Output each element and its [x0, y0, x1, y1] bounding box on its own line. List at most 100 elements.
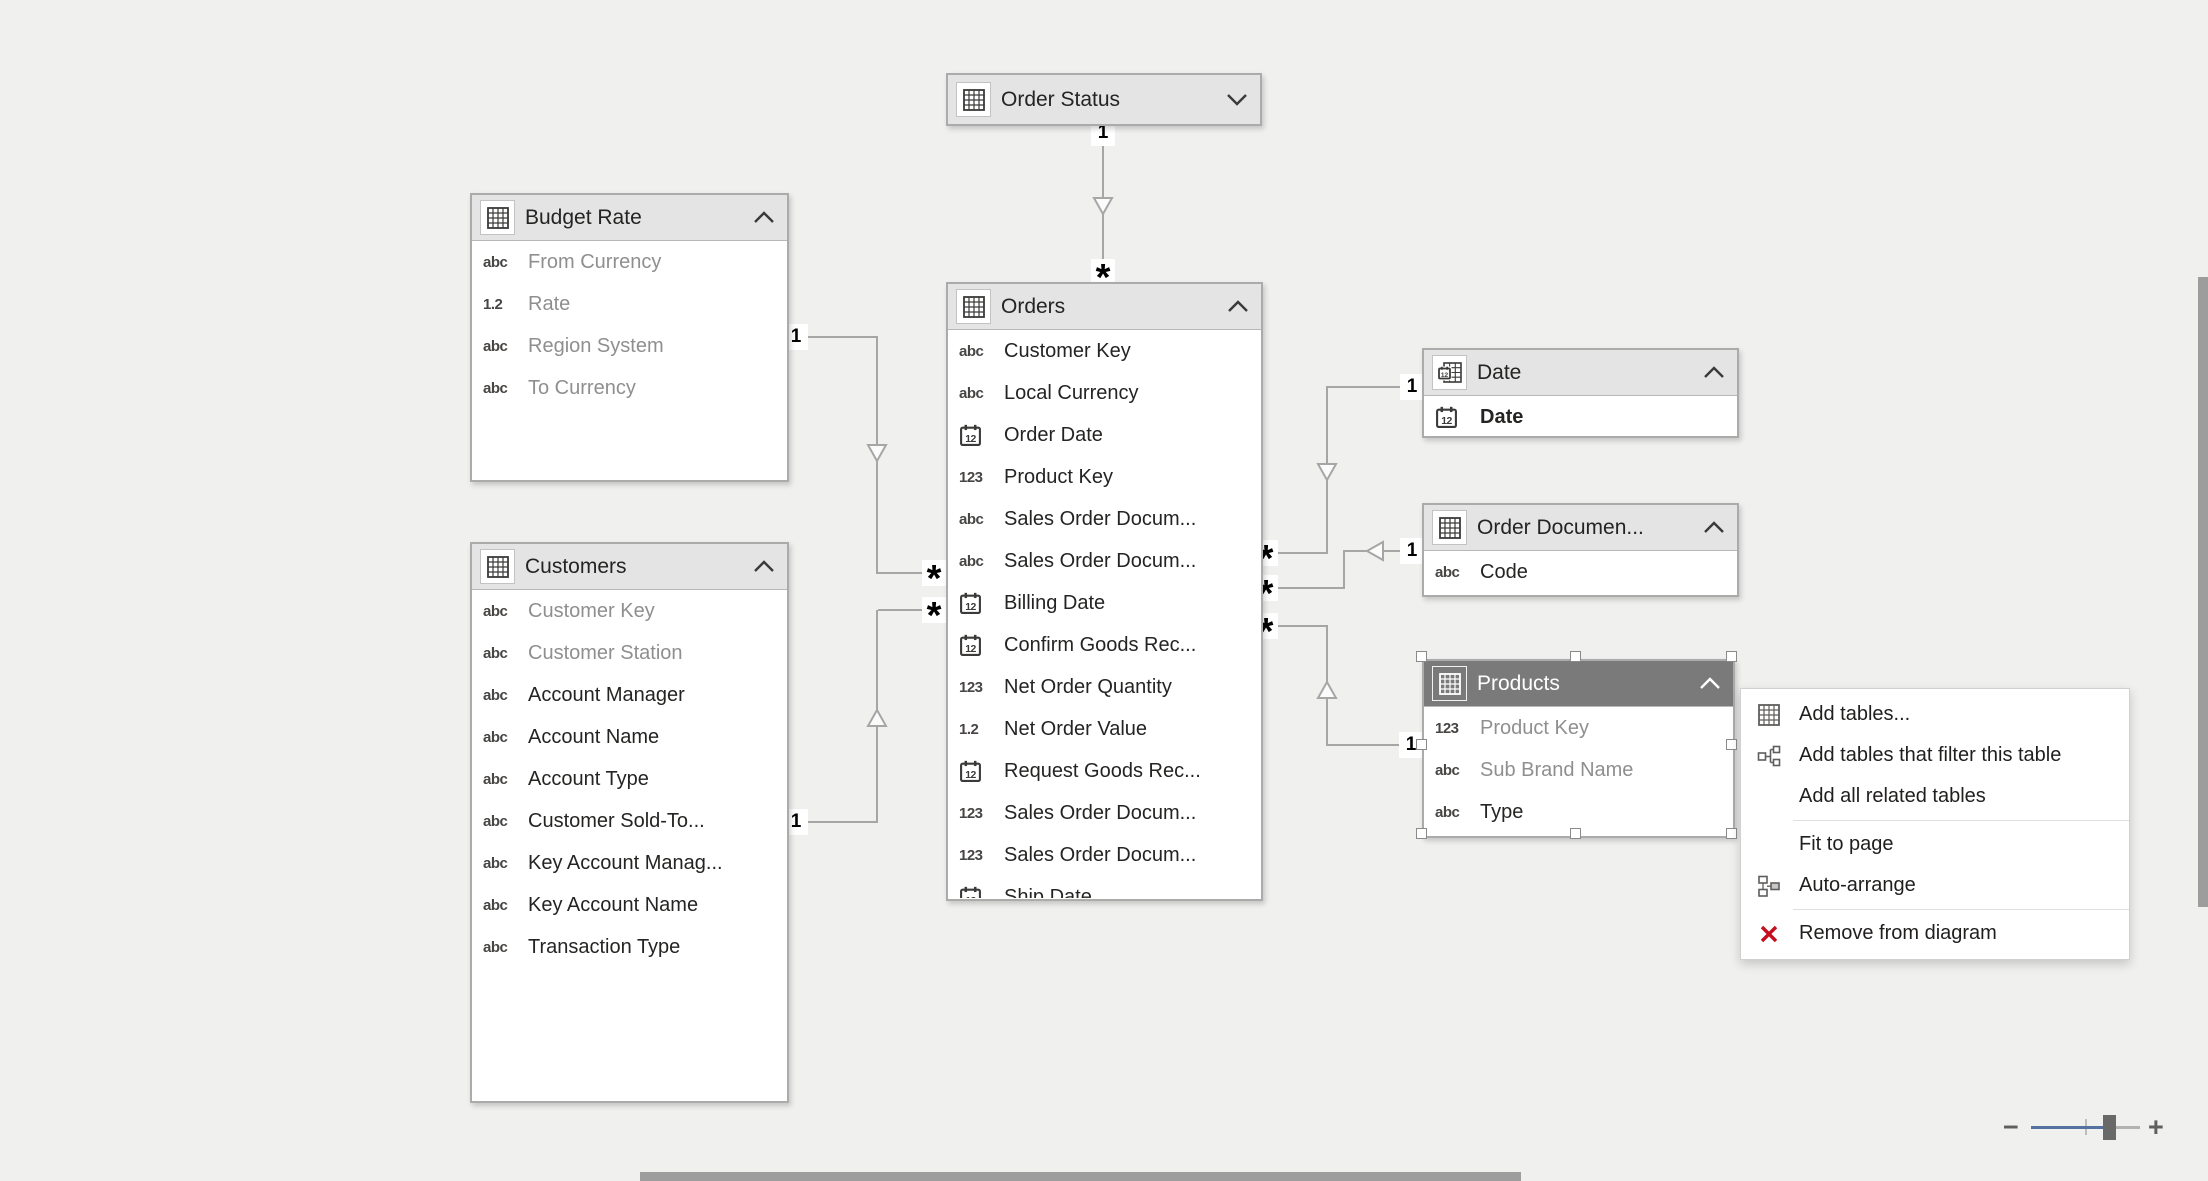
zoom-slider-track-filled[interactable] [2031, 1126, 2107, 1129]
filter-tables-icon [1755, 744, 1782, 768]
field-row[interactable]: abc Customer Station [472, 632, 787, 674]
table-customers[interactable]: Customers abc Customer Key abc Customer … [470, 542, 789, 1103]
selection-handle[interactable] [1726, 739, 1737, 750]
table-budget-rate[interactable]: Budget Rate abc From Currency 1.2 Rate a… [470, 193, 789, 482]
chevron-up-icon[interactable] [753, 211, 775, 225]
field-row[interactable]: Request Goods Rec... [948, 750, 1261, 792]
relationship-line[interactable] [1327, 386, 1402, 388]
field-row[interactable]: 1.2 Rate [472, 283, 787, 325]
selection-handle[interactable] [1726, 828, 1737, 839]
number-type-icon: 123 [959, 678, 983, 696]
field-row[interactable]: 123 Sales Order Docum... [948, 834, 1261, 876]
field-row[interactable]: 123 Net Order Quantity [948, 666, 1261, 708]
relationship-line[interactable] [1326, 744, 1401, 746]
field-row[interactable]: 123 Product Key [948, 456, 1261, 498]
selection-handle[interactable] [1570, 828, 1581, 839]
field-row[interactable]: Confirm Goods Rec... [948, 624, 1261, 666]
relationship-line[interactable] [808, 821, 878, 823]
menu-item-add-tables-that-filter[interactable]: Add tables that filter this table [1741, 735, 2129, 776]
field-row[interactable]: abc Sub Brand Name [1424, 749, 1733, 791]
text-type-icon: abc [959, 384, 984, 402]
selection-handle[interactable] [1726, 651, 1737, 662]
table-products[interactable]: Products 123 Product Key abc Sub Brand N… [1422, 659, 1735, 838]
text-type-icon: abc [483, 253, 508, 271]
field-row[interactable]: abc Customer Key [472, 590, 787, 632]
table-body: abc Code [1424, 551, 1737, 594]
text-type-icon: abc [1435, 563, 1460, 581]
date-table-icon [1432, 355, 1467, 390]
table-order-status[interactable]: Order Status [946, 73, 1262, 126]
field-row[interactable]: abc Local Currency [948, 372, 1261, 414]
field-row[interactable]: abc Key Account Name [472, 884, 787, 926]
relationship-line[interactable] [808, 336, 878, 338]
horizontal-scrollbar[interactable] [640, 1172, 1521, 1181]
chevron-up-icon[interactable] [1227, 300, 1249, 314]
field-row[interactable]: abc Code [1424, 551, 1737, 593]
zoom-out-button[interactable]: − [2003, 1112, 2019, 1142]
menu-item-remove-from-diagram[interactable]: Remove from diagram [1741, 913, 2129, 954]
field-label: Ship Date [1004, 885, 1092, 899]
field-row[interactable]: 123 Product Key [1424, 707, 1733, 749]
order-status-header[interactable]: Order Status [948, 75, 1260, 124]
menu-item-add-all-related[interactable]: Add all related tables [1741, 776, 2129, 817]
selection-handle[interactable] [1570, 651, 1581, 662]
menu-item-add-tables[interactable]: Add tables... [1741, 694, 2129, 735]
field-row[interactable]: abc From Currency [472, 241, 787, 283]
relationship-line[interactable] [878, 609, 928, 611]
selection-handle[interactable] [1416, 828, 1427, 839]
field-label: Request Goods Rec... [1004, 759, 1201, 782]
field-row[interactable]: Order Date [948, 414, 1261, 456]
table-order-documents[interactable]: Order Documen... abc Code [1422, 503, 1739, 597]
field-label: Net Order Value [1004, 717, 1148, 740]
field-row[interactable]: abc Region System [472, 325, 787, 367]
zoom-in-button[interactable]: + [2148, 1112, 2164, 1142]
relationship-line[interactable] [878, 572, 928, 574]
chevron-up-icon[interactable] [753, 560, 775, 574]
field-row[interactable]: abc Account Type [472, 758, 787, 800]
selection-handle[interactable] [1416, 739, 1427, 750]
products-header[interactable]: Products [1424, 661, 1733, 707]
field-row[interactable]: abc Transaction Type [472, 926, 787, 968]
relationship-line[interactable] [1278, 625, 1328, 627]
field-row[interactable]: abc To Currency [472, 367, 787, 409]
field-row[interactable]: abc Sales Order Docum... [948, 540, 1261, 582]
relationship-line[interactable] [1278, 552, 1328, 554]
menu-item-auto-arrange[interactable]: Auto-arrange [1741, 865, 2129, 906]
field-row[interactable]: abc Key Account Manag... [472, 842, 787, 884]
field-row[interactable]: abc Account Name [472, 716, 787, 758]
field-label: Sub Brand Name [1480, 758, 1634, 781]
zoom-slider-track[interactable] [2107, 1126, 2140, 1129]
chevron-up-icon[interactable] [1703, 521, 1725, 535]
decimal-type-icon: 1.2 [483, 295, 503, 313]
field-row[interactable]: abc Customer Key [948, 330, 1261, 372]
field-label: Account Name [528, 725, 660, 748]
orders-header[interactable]: Orders [948, 284, 1261, 330]
table-date[interactable]: Date Date [1422, 348, 1739, 438]
menu-item-fit-to-page[interactable]: Fit to page [1741, 824, 2129, 865]
relationship-line[interactable] [1278, 587, 1345, 589]
menu-item-label: Add tables that filter this table [1799, 744, 2062, 766]
field-row[interactable]: abc Sales Order Docum... [948, 498, 1261, 540]
order-documents-header[interactable]: Order Documen... [1424, 505, 1737, 551]
chevron-up-icon[interactable] [1699, 677, 1721, 691]
field-row[interactable]: Ship Date [948, 876, 1261, 898]
table-title: Budget Rate [525, 205, 642, 229]
field-row[interactable]: 123 Sales Order Docum... [948, 792, 1261, 834]
selection-handle[interactable] [1416, 651, 1427, 662]
field-row[interactable]: Date [1424, 396, 1737, 435]
chevron-up-icon[interactable] [1703, 366, 1725, 380]
chevron-down-icon[interactable] [1226, 93, 1248, 107]
budget-rate-header[interactable]: Budget Rate [472, 195, 787, 241]
customers-header[interactable]: Customers [472, 544, 787, 590]
context-menu: Add tables... Add tables that filter thi… [1740, 688, 2130, 960]
field-row[interactable]: abc Account Manager [472, 674, 787, 716]
field-row[interactable]: 1.2 Net Order Value [948, 708, 1261, 750]
date-header[interactable]: Date [1424, 350, 1737, 396]
field-row[interactable]: abc Customer Sold-To... [472, 800, 787, 842]
zoom-slider-thumb[interactable] [2103, 1115, 2116, 1140]
field-row[interactable]: Billing Date [948, 582, 1261, 624]
field-row[interactable]: abc Type [1424, 791, 1733, 833]
table-orders[interactable]: Orders abc Customer Key abc Local Curren… [946, 282, 1263, 901]
relationship-line[interactable] [1343, 550, 1345, 589]
vertical-scrollbar[interactable] [2198, 277, 2208, 907]
